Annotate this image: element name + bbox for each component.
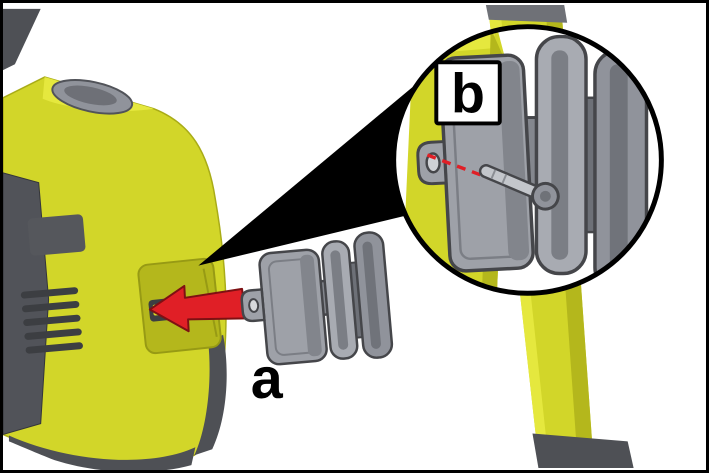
device-left (3, 8, 227, 470)
label-b: b (451, 63, 485, 125)
device-top-button (51, 79, 134, 115)
clip-screw-hole (248, 298, 260, 313)
screw-head-center (539, 190, 551, 202)
pole-bottom-cap (532, 433, 634, 469)
clip-rail-front-groove (330, 250, 349, 350)
callout-pointer-wedge (198, 52, 455, 266)
device-side-boot (194, 334, 227, 456)
figure-svg: a (3, 4, 664, 470)
vent-slat (23, 314, 81, 327)
device-base (8, 435, 196, 470)
zoom-screw-hole (425, 152, 441, 174)
zoom-rail-back-groove (609, 64, 628, 278)
pole-top-cap (485, 4, 568, 23)
label-b-box: b (434, 60, 502, 126)
label-a: a (251, 347, 284, 411)
device-speaker (27, 214, 86, 256)
belt-clip (240, 231, 394, 366)
zoom-rail-front-groove (551, 50, 569, 260)
screw (478, 164, 560, 211)
device-vents (20, 287, 83, 354)
vent-slat (20, 287, 79, 299)
zoom-clip-plate-shade (498, 60, 530, 261)
clip-rail-back-groove (362, 241, 381, 349)
vent-slat (24, 328, 82, 340)
device-antenna (3, 8, 41, 71)
callout-circle-outline (391, 24, 664, 296)
clip-plate-shade (300, 254, 322, 357)
vent-slat (25, 342, 83, 354)
vent-slat (22, 300, 80, 313)
